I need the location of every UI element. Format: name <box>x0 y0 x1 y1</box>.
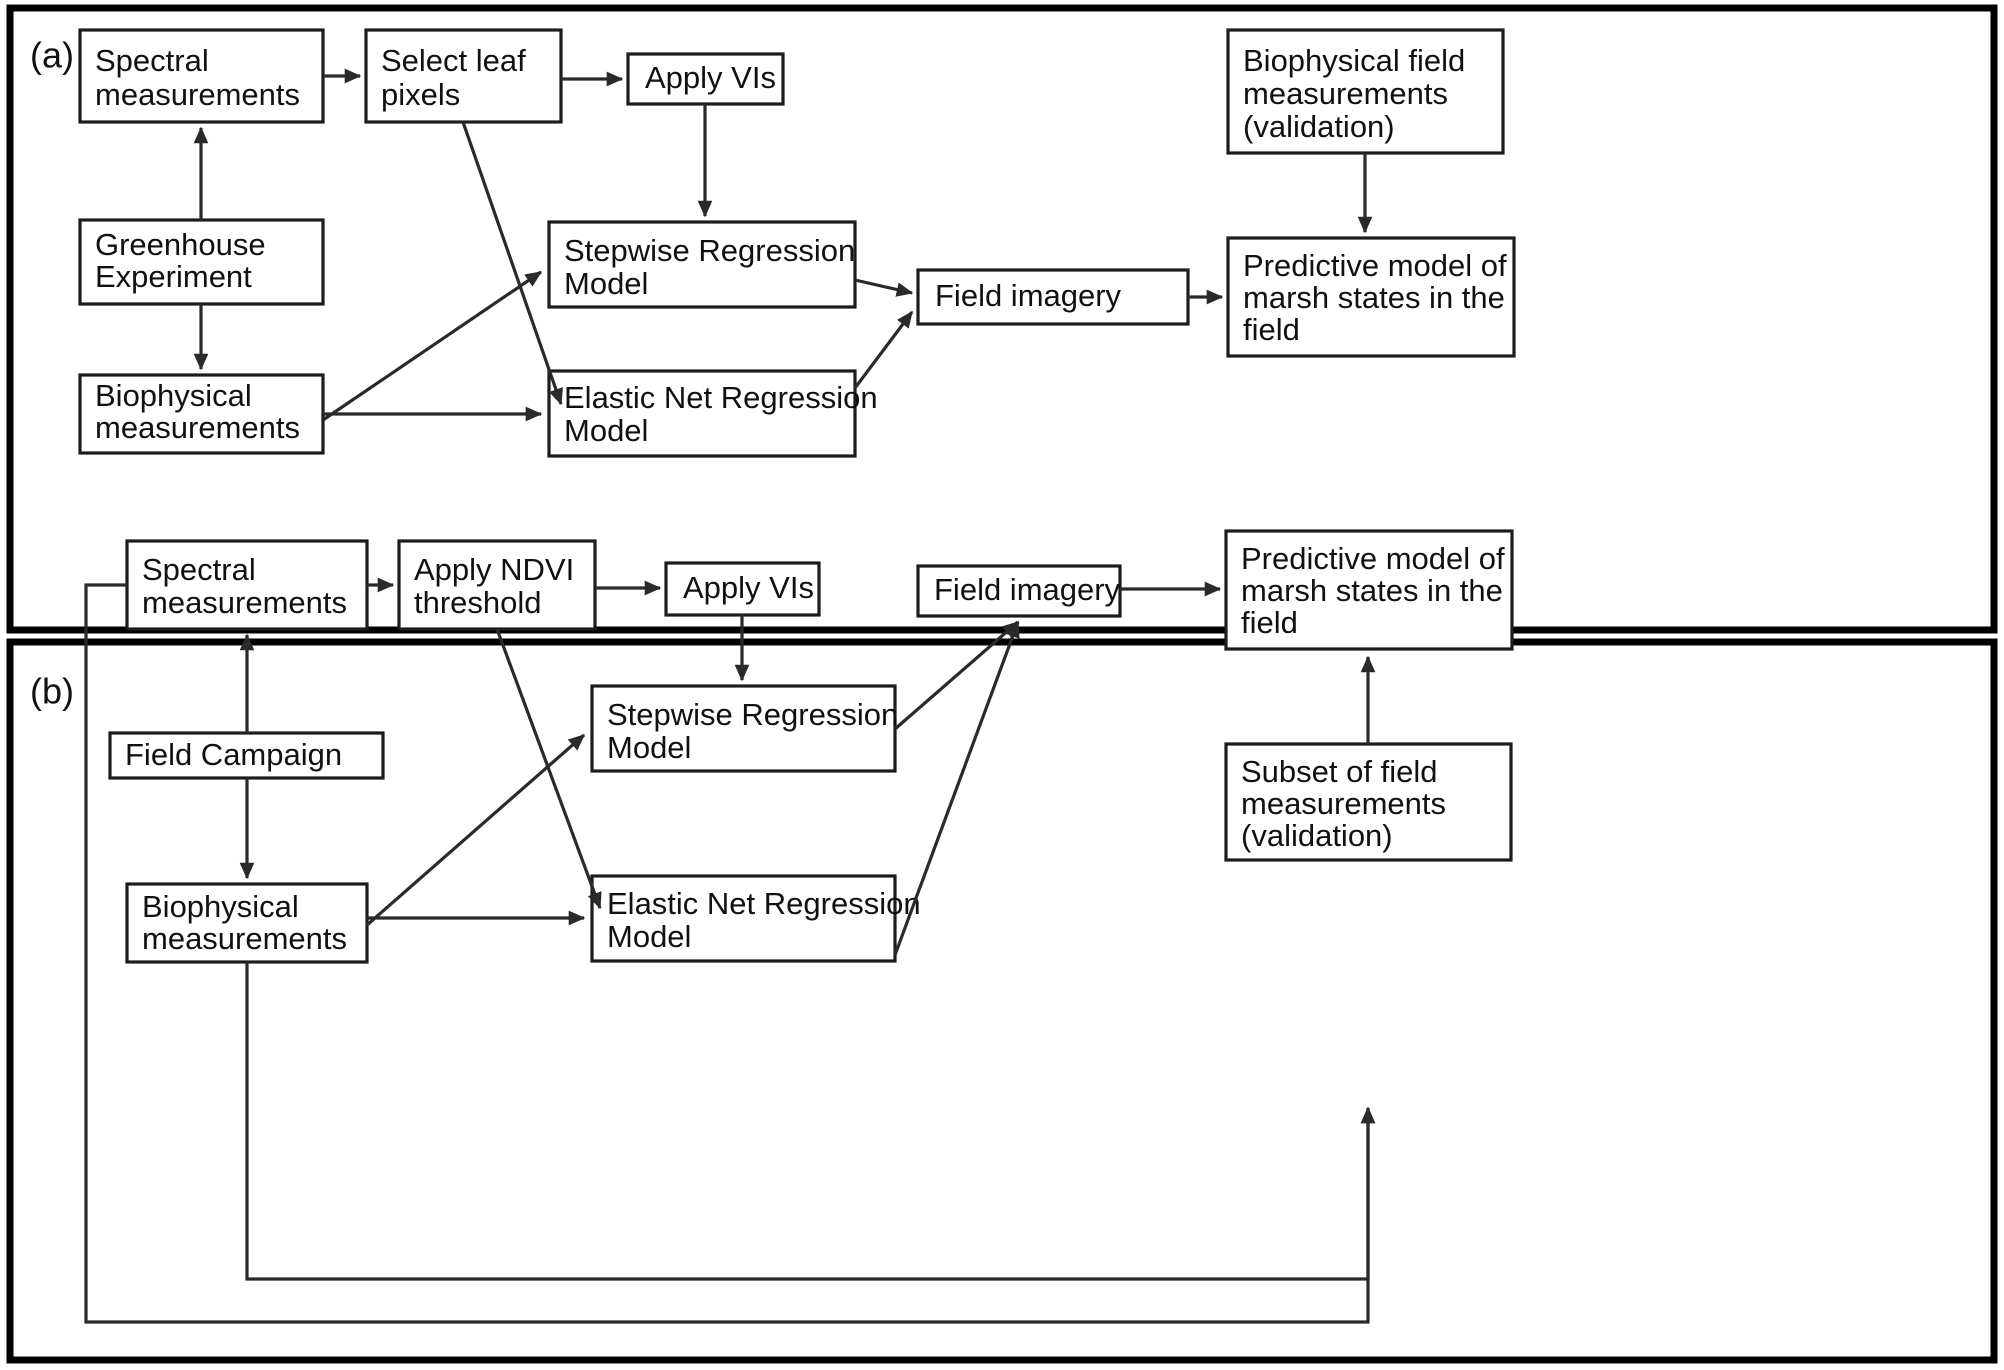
node-label-line-3: field <box>1243 312 1300 347</box>
node-label-line-1: Biophysical <box>95 378 252 413</box>
node-label-line-1: Predictive model of <box>1243 248 1507 283</box>
node-box[interactable] <box>547 369 857 458</box>
node-label-line-2: measurements <box>142 921 347 956</box>
panel-b-label: (b) <box>30 671 74 712</box>
edge-b-ndvi-to-elastic <box>495 628 602 910</box>
node-b-predictive-model[interactable]: Predictive model of marsh states in the … <box>1224 529 1514 651</box>
panel-b-border <box>6 638 1998 1364</box>
edge-b-biophysical-to-stepwise <box>365 733 586 927</box>
node-b-apply-ndvi-threshold[interactable]: Apply NDVI threshold <box>397 539 597 631</box>
edge-b-elastic-to-fieldimagery <box>893 620 1020 956</box>
node-a-field-imagery[interactable]: Field imagery <box>916 268 1190 326</box>
edge-a-elastic-to-fieldimagery <box>853 310 914 389</box>
node-label-line-1: Field Campaign <box>125 737 342 772</box>
node-label-line-2: measurements <box>1243 76 1448 111</box>
panel-a-label: (a) <box>30 35 74 76</box>
node-label-line-3: (validation) <box>1241 818 1393 853</box>
node-box[interactable] <box>1224 742 1513 862</box>
node-a-predictive-model[interactable]: Predictive model of marsh states in the … <box>1226 236 1516 358</box>
node-box[interactable] <box>78 373 325 455</box>
panel-a: (a) Spectral measurements Select leaf pi… <box>6 4 1998 634</box>
node-label-line-2: marsh states in the <box>1241 573 1503 608</box>
node-label-line-1: Apply VIs <box>683 570 814 605</box>
node-b-subset-of-field-measurements[interactable]: Subset of field measurements (validation… <box>1224 742 1513 862</box>
node-label-line-1: Elastic Net Regression <box>564 380 878 415</box>
node-b-elastic-net-regression-model[interactable]: Elastic Net Regression Model <box>590 874 921 963</box>
node-label-line-2: measurements <box>142 585 347 620</box>
node-label-line-2: Model <box>607 730 691 765</box>
node-label-line-1: Field imagery <box>935 278 1122 313</box>
node-label-line-2: marsh states in the <box>1243 280 1505 315</box>
node-box[interactable] <box>916 564 1122 618</box>
node-label-line-1: Subset of field <box>1241 754 1437 789</box>
node-b-apply-vis[interactable]: Apply VIs <box>664 561 821 617</box>
panel-b: (b) Spectral measurements Apply NDVI thr… <box>6 529 1998 1364</box>
node-label-line-2: pixels <box>381 77 460 112</box>
node-label-line-1: Apply NDVI <box>414 552 574 587</box>
node-box[interactable] <box>590 874 897 963</box>
node-label-line-1: Predictive model of <box>1241 541 1505 576</box>
node-label-line-1: Apply VIs <box>645 60 776 95</box>
node-box[interactable] <box>125 539 369 631</box>
node-box[interactable] <box>125 882 369 964</box>
node-label-line-2: measurements <box>95 77 300 112</box>
node-box[interactable] <box>364 28 563 124</box>
node-b-stepwise-regression-model[interactable]: Stepwise Regression Model <box>590 684 898 773</box>
node-label-line-1: Elastic Net Regression <box>607 886 921 921</box>
edge-a-biophysical-to-stepwise <box>322 270 543 422</box>
node-label-line-1: Stepwise Regression <box>607 697 898 732</box>
node-a-greenhouse-experiment[interactable]: Greenhouse Experiment <box>78 218 325 306</box>
node-label-line-1: Spectral <box>95 43 209 78</box>
node-label-line-2: measurements <box>1241 786 1446 821</box>
node-label-line-2: threshold <box>414 585 542 620</box>
node-b-field-campaign[interactable]: Field Campaign <box>108 731 385 780</box>
node-label-line-1: Field imagery <box>934 572 1121 607</box>
node-label-line-3: field <box>1241 605 1298 640</box>
node-a-elastic-net-regression-model[interactable]: Elastic Net Regression Model <box>547 369 878 458</box>
node-box[interactable] <box>1226 28 1505 155</box>
node-box[interactable] <box>664 561 821 617</box>
node-b-field-imagery[interactable]: Field imagery <box>916 564 1122 618</box>
node-a-biophysical-field-measurements[interactable]: Biophysical field measurements (validati… <box>1226 28 1505 155</box>
node-box[interactable] <box>1226 236 1516 358</box>
node-b-spectral-measurements[interactable]: Spectral measurements <box>125 539 369 631</box>
node-b-biophysical-measurements[interactable]: Biophysical measurements <box>125 882 369 964</box>
node-label-line-1: Stepwise Regression <box>564 233 855 268</box>
node-box[interactable] <box>108 731 385 780</box>
node-a-biophysical-measurements[interactable]: Biophysical measurements <box>78 373 325 455</box>
node-box[interactable] <box>590 684 897 773</box>
node-label-line-1: Biophysical field <box>1243 43 1465 78</box>
node-box[interactable] <box>547 220 857 309</box>
node-a-select-leaf-pixels[interactable]: Select leaf pixels <box>364 28 563 124</box>
edge-b-stepwise-to-fieldimagery <box>893 620 1020 731</box>
node-label-line-2: measurements <box>95 410 300 445</box>
edge-b-spectral-feedback-to-subset <box>84 583 1376 1324</box>
node-label-line-2: Model <box>607 919 691 954</box>
node-a-stepwise-regression-model[interactable]: Stepwise Regression Model <box>547 220 857 309</box>
node-label-line-1: Biophysical <box>142 889 299 924</box>
node-label-line-3: (validation) <box>1243 109 1395 144</box>
node-a-spectral-measurements[interactable]: Spectral measurements <box>78 28 325 124</box>
node-label-line-2: Experiment <box>95 259 252 294</box>
node-a-apply-vis[interactable]: Apply VIs <box>626 52 785 106</box>
node-box[interactable] <box>1224 529 1514 651</box>
edge-a-stepwise-to-fieldimagery <box>854 278 914 297</box>
node-label-line-2: Model <box>564 413 648 448</box>
node-box[interactable] <box>78 28 325 124</box>
node-label-line-2: Model <box>564 266 648 301</box>
node-label-line-1: Spectral <box>142 552 256 587</box>
node-label-line-1: Select leaf <box>381 43 526 78</box>
node-box[interactable] <box>626 52 785 106</box>
edge-a-selectleaf-to-elastic <box>461 121 563 406</box>
node-label-line-1: Greenhouse <box>95 227 266 262</box>
